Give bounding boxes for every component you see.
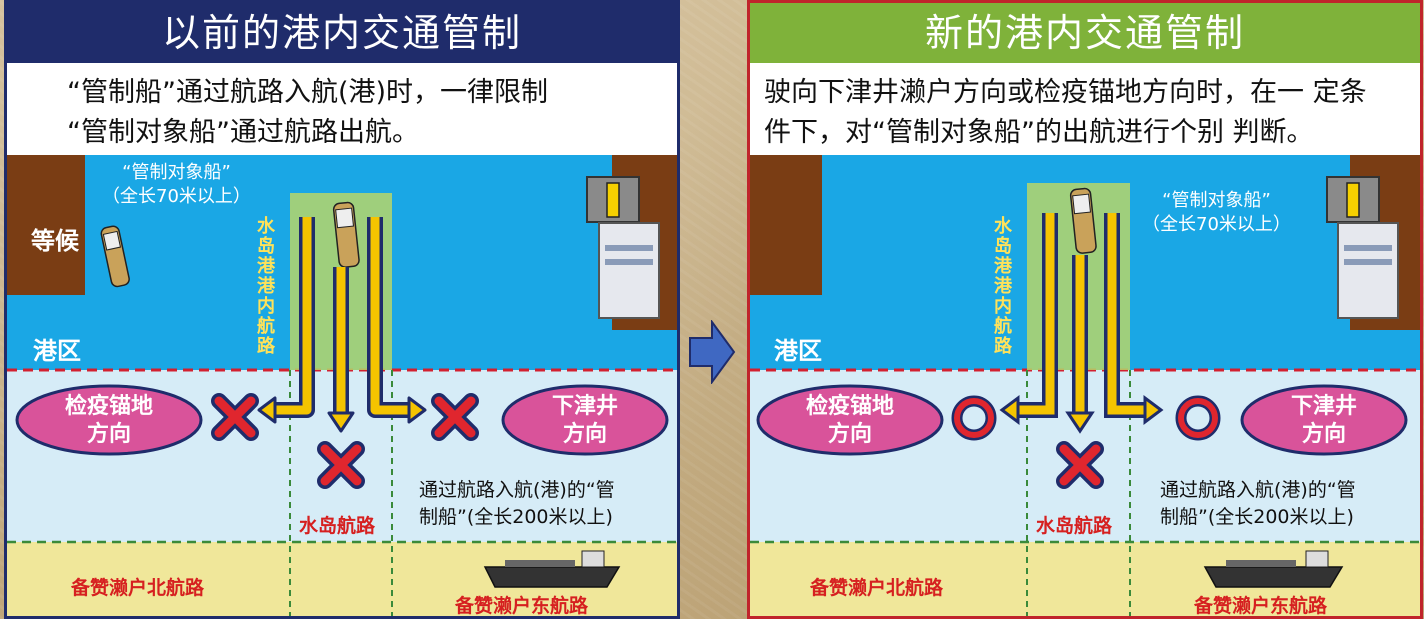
- prohibit-mark-left-icon: [211, 393, 259, 441]
- quarantine-direction-oval: [756, 384, 944, 456]
- shimotsui-direction-label: 下津井 方向: [1290, 394, 1357, 447]
- control-tower-icon: [1326, 176, 1399, 319]
- inner-route-label: 水岛港港内航路: [257, 216, 275, 357]
- harbor-map: “管制对象船” （全长70米以上） 等候 港区 水岛港港内航路 检疫锚地 方向 …: [7, 155, 677, 617]
- large-ship-caption: 通过航路入航(港)的“管 制船”(全长200米以上): [1160, 479, 1356, 528]
- control-tower-icon: [586, 176, 660, 319]
- panel-title: 新的港内交通管制: [750, 3, 1420, 63]
- flow-arrows: [999, 213, 1164, 434]
- panel-new-control: 新的港内交通管制 驶向下津井濑户方向或检疫锚地方向时，在一 定条 件下，对“管制…: [747, 0, 1423, 619]
- panel-previous-control: 以前的港内交通管制 “管制船”通过航路入航(港)时，一律限制 “管制对象船”通过…: [4, 0, 680, 619]
- large-ship-icon: [483, 550, 621, 588]
- description-line-1: “管制船”通过航路入航(港)时，一律限制: [67, 77, 549, 108]
- waiting-area-land: [750, 155, 822, 295]
- prohibit-mark-center-icon: [317, 441, 365, 489]
- quarantine-direction-oval: [15, 384, 203, 456]
- waiting-label: 等候: [31, 227, 79, 255]
- outbound-ship-icon: [1069, 187, 1097, 254]
- large-ship-caption: 通过航路入航(港)的“管 制船”(全长200米以上): [419, 479, 615, 528]
- shimotsui-direction-oval: [501, 384, 669, 456]
- description-line-2: 件下，对“管制对象船”的出航进行个别 判断。: [764, 117, 1314, 148]
- inner-route-label: 水岛港港内航路: [994, 216, 1012, 357]
- bisan-north-route-label: 备赞濑户北航路: [810, 577, 944, 599]
- description-line-1: 驶向下津井濑户方向或检疫锚地方向时，在一 定条: [764, 77, 1367, 108]
- flow-arrows: [257, 217, 427, 433]
- harbor-area-label: 港区: [774, 337, 822, 365]
- bisan-east-route-label: 备赞濑户东航路: [1194, 595, 1328, 617]
- panel-description: “管制船”通过航路入航(港)时，一律限制 “管制对象船”通过航路出航。: [7, 63, 677, 155]
- harbor-map: “管制对象船” （全长70米以上） 港区 水岛港港内航路 检疫锚地 方向 下津井…: [750, 155, 1420, 617]
- waiting-area-land: [7, 155, 85, 295]
- harbor-area-label: 港区: [33, 337, 81, 365]
- panel-title: 以前的港内交通管制: [7, 3, 677, 63]
- mizushima-route-label: 水岛航路: [299, 515, 376, 537]
- shimotsui-direction-label: 下津井 方向: [551, 394, 618, 447]
- mizushima-route-label: 水岛航路: [1036, 515, 1113, 537]
- bisan-north-route-label: 备赞濑户北航路: [71, 577, 205, 599]
- large-ship-icon: [1203, 550, 1344, 588]
- shimotsui-direction-oval: [1240, 384, 1408, 456]
- quarantine-direction-label: 检疫锚地 方向: [805, 394, 894, 447]
- prohibit-mark-right-icon: [431, 393, 479, 441]
- allowed-mark-left-icon: [951, 395, 997, 441]
- description-line-2: “管制对象船”通过航路出航。: [67, 117, 419, 148]
- waiting-ship-icon: [100, 225, 130, 288]
- outbound-ship-icon: [332, 201, 360, 268]
- controlled-ship-caption: “管制对象船” （全长70米以上）: [1142, 190, 1291, 235]
- transition-arrow-icon: [689, 320, 736, 384]
- harbor-map-drawing: [7, 155, 677, 616]
- harbor-map-drawing: [750, 155, 1420, 616]
- allowed-mark-right-icon: [1175, 395, 1221, 441]
- controlled-ship-caption: “管制对象船” （全长70米以上）: [102, 162, 251, 207]
- panel-description: 驶向下津井濑户方向或检疫锚地方向时，在一 定条 件下，对“管制对象船”的出航进行…: [750, 63, 1420, 155]
- bisan-east-route-label: 备赞濑户东航路: [455, 595, 589, 617]
- quarantine-direction-label: 检疫锚地 方向: [64, 394, 153, 447]
- prohibit-mark-center-icon: [1056, 441, 1104, 489]
